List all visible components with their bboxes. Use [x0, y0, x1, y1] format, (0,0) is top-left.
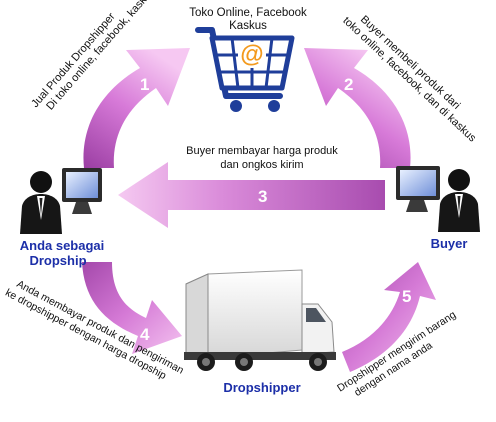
- step-1-number: 1: [140, 75, 149, 94]
- shop-title-line2: Kaskus: [229, 20, 267, 32]
- you-label-line2: Dropship: [29, 253, 86, 268]
- you-label-line1: Anda sebagai: [20, 238, 105, 253]
- delivery-truck-icon: [184, 269, 336, 371]
- dropshipper-label: Dropshipper: [223, 380, 300, 395]
- step-3-line1: Buyer membayar harga produk: [186, 145, 338, 157]
- at-symbol: @: [240, 41, 263, 68]
- buyer-label: Buyer: [431, 236, 468, 251]
- step-5-number: 5: [402, 287, 411, 306]
- dropship-person-icon: [20, 168, 102, 234]
- shopping-cart-icon: @: [195, 27, 295, 112]
- arrow-step-2: 2: [304, 48, 411, 168]
- buyer-person-icon: [396, 166, 480, 232]
- step-3-number: 3: [258, 187, 267, 206]
- shop-title-line1: Toko Online, Facebook: [189, 7, 307, 19]
- arrow-step-5: 5: [342, 262, 436, 372]
- step-2-number: 2: [344, 75, 353, 94]
- arrow-step-3: 3: [118, 162, 385, 228]
- step-4-number: 4: [140, 325, 150, 344]
- arrow-step-4: 4: [82, 262, 182, 354]
- step-1-line1: Jual Produk Dropshipper: [29, 10, 118, 109]
- step-3-line2: dan ongkos kirim: [220, 159, 303, 171]
- arrow-step-1: 1: [83, 48, 190, 168]
